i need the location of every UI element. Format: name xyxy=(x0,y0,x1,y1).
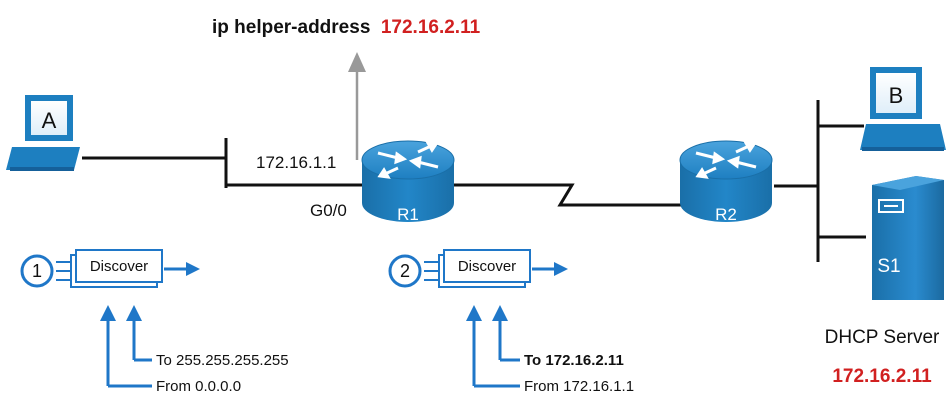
message-1-source: From 0.0.0.0 xyxy=(156,378,241,395)
router-r2: R2 xyxy=(679,140,773,224)
host-b-label: B xyxy=(889,83,904,108)
helper-address-command: ip helper-address 172.16.2.11 xyxy=(212,17,481,38)
host-a: A xyxy=(6,95,80,171)
message-2: 2 Discover To 172.16.2.11 From 172.16.1.… xyxy=(388,249,634,395)
host-a-keyboard xyxy=(6,147,80,170)
from-pointer-head-2 xyxy=(466,305,482,321)
host-b: B xyxy=(860,67,946,151)
step-2-number: 2 xyxy=(400,261,410,281)
from-pointer-head-1 xyxy=(100,305,116,321)
server-drive-icon xyxy=(878,199,904,213)
to-pointer-head-2 xyxy=(492,305,508,321)
dhcp-server-ip: 172.16.2.11 xyxy=(832,366,932,387)
message-1-speed-lines xyxy=(56,261,70,281)
step-2-badge xyxy=(388,254,422,288)
helper-command-text: ip helper-address xyxy=(212,17,370,38)
config-pointer-arrowhead xyxy=(348,52,366,72)
host-b-keyboard xyxy=(860,124,946,150)
message-2-source: From 172.16.1.1 xyxy=(524,378,634,395)
server-label: S1 xyxy=(877,256,900,277)
router-r1-top xyxy=(361,140,455,180)
to-pointer-head-1 xyxy=(126,305,142,321)
message-2-label: Discover xyxy=(458,258,516,275)
step-1-number: 1 xyxy=(32,261,42,281)
message-2-destination: To 172.16.2.11 xyxy=(524,352,624,369)
serial-link xyxy=(454,183,690,207)
r1-interface-ip: 172.16.1.1 xyxy=(256,153,336,172)
step-1-badge xyxy=(20,254,54,288)
message-2-speed-lines xyxy=(424,261,438,281)
r1-interface-name: G0/0 xyxy=(310,201,347,220)
host-a-label: A xyxy=(42,108,57,133)
router-r1-label: R1 xyxy=(397,205,419,224)
server-tower xyxy=(872,176,944,300)
helper-address-ip: 172.16.2.11 xyxy=(381,17,481,38)
dhcp-server-caption: DHCP Server xyxy=(825,327,940,348)
router-r2-arrows-icon xyxy=(695,141,757,179)
router-r1-arrows-icon xyxy=(377,141,439,179)
router-r2-top xyxy=(679,140,773,180)
message-1-label: Discover xyxy=(90,258,148,275)
host-b-screen xyxy=(876,73,916,113)
message-1: 1 Discover To 255.255.255.255 From 0.0.0… xyxy=(20,249,289,395)
message-1-destination: To 255.255.255.255 xyxy=(156,352,289,369)
router-r2-label: R2 xyxy=(715,205,737,224)
router-r1: R1 xyxy=(361,140,455,224)
dhcp-server: S1 xyxy=(872,176,944,300)
host-a-screen xyxy=(31,101,67,135)
